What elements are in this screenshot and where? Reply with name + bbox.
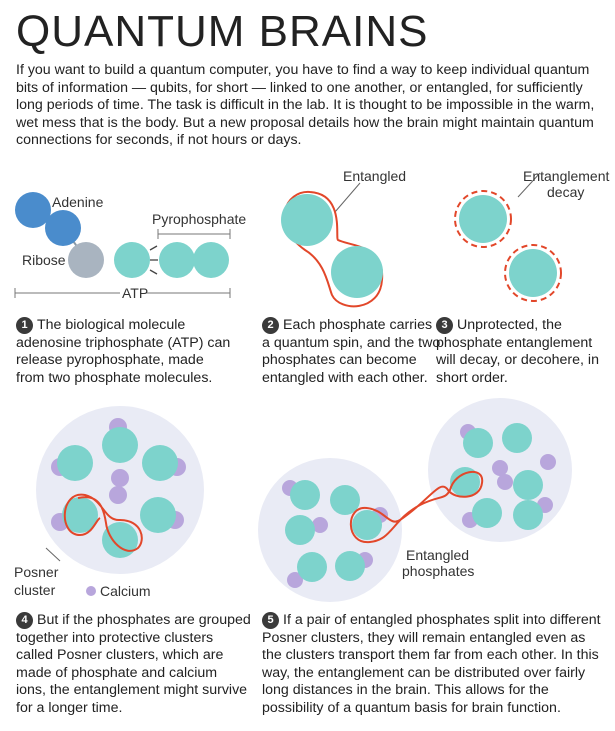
phosphate-c-halo [454,190,512,248]
label-calcium: Calcium [100,583,151,599]
label-ribose: Ribose [22,252,66,268]
label-entangled: Entangled [343,168,407,184]
intro-paragraph: If you want to build a quantum computer,… [16,62,595,148]
label-entanglement-decay-1: Entanglement [523,168,610,184]
step-number-badge: 1 [16,317,33,334]
phosphate [513,500,543,530]
posner-cluster-single [36,406,204,596]
page-title: QUANTUM BRAINS [16,7,429,56]
step-number-badge: 4 [16,612,33,629]
entanglement-loop [63,493,143,552]
phosphate [502,423,532,453]
phosphate [57,445,93,481]
phosphate-c [459,195,507,243]
phosphate [142,445,178,481]
decay-pair [454,172,562,302]
label-adenine: Adenine [52,194,104,210]
caption-text: Each phosphate carries a quantum spin, a… [262,317,441,386]
atp-molecule [14,192,231,298]
calcium-ion [111,469,129,487]
calcium-ion [497,474,513,490]
phosphate [472,498,502,528]
caption-text: But if the phosphates are grouped togeth… [16,612,251,716]
phosphate [335,551,365,581]
calcium-ion [540,454,556,470]
label-entangled-phosphates-2: phosphates [402,563,475,579]
phosphate [352,510,382,540]
phosphate [513,470,543,500]
label-posner-1: Posner [14,564,59,580]
phosphate [285,515,315,545]
entangled-pair [281,182,384,308]
entanglement-loop-long [349,470,484,544]
phosphate-d-halo [504,244,562,302]
pyrophosphate-1 [159,242,195,278]
label-posner-2: cluster [14,582,56,598]
caption-text: Unprotected, the phosphate entanglement … [436,317,599,386]
atp-bracket [14,288,231,298]
break-marks [149,245,158,275]
caption-text: If a pair of entangled phosphates split … [262,612,601,716]
calcium-ion [312,517,328,533]
calcium-ion [287,572,303,588]
phosphate [290,480,320,510]
label-pyrophosphate: Pyrophosphate [152,211,247,227]
step-number-badge: 5 [262,612,279,629]
label-entanglement-decay-2: decay [547,184,585,200]
ribose-atom [68,242,104,278]
phosphate [297,552,327,582]
phosphate [330,485,360,515]
phosphate-b [331,246,383,298]
pyrophosphate-bracket [157,229,231,239]
entanglement-loop [283,190,384,308]
phosphate [450,467,480,497]
calcium-ion [492,460,508,476]
step-number-badge: 2 [262,317,279,334]
phosphate [463,428,493,458]
phosphate [140,497,176,533]
calcium-legend-icon [86,586,96,596]
label-entangled-phosphates-1: Entangled [406,547,470,563]
phosphate-a [281,194,333,246]
phosphate [102,427,138,463]
pyrophosphate-2 [193,242,229,278]
adenine-atom-2 [45,210,81,246]
step-number-badge: 3 [436,317,453,334]
phosphate [62,497,98,533]
phosphate-1 [114,242,150,278]
caption-text: The biological molecule adenosine tripho… [16,317,231,386]
posner-clusters-pair [258,398,572,602]
adenine-atom-1 [15,192,51,228]
phosphate [102,522,138,558]
calcium-ion [109,486,127,504]
label-atp: ATP [122,285,149,301]
phosphate-d [509,249,557,297]
